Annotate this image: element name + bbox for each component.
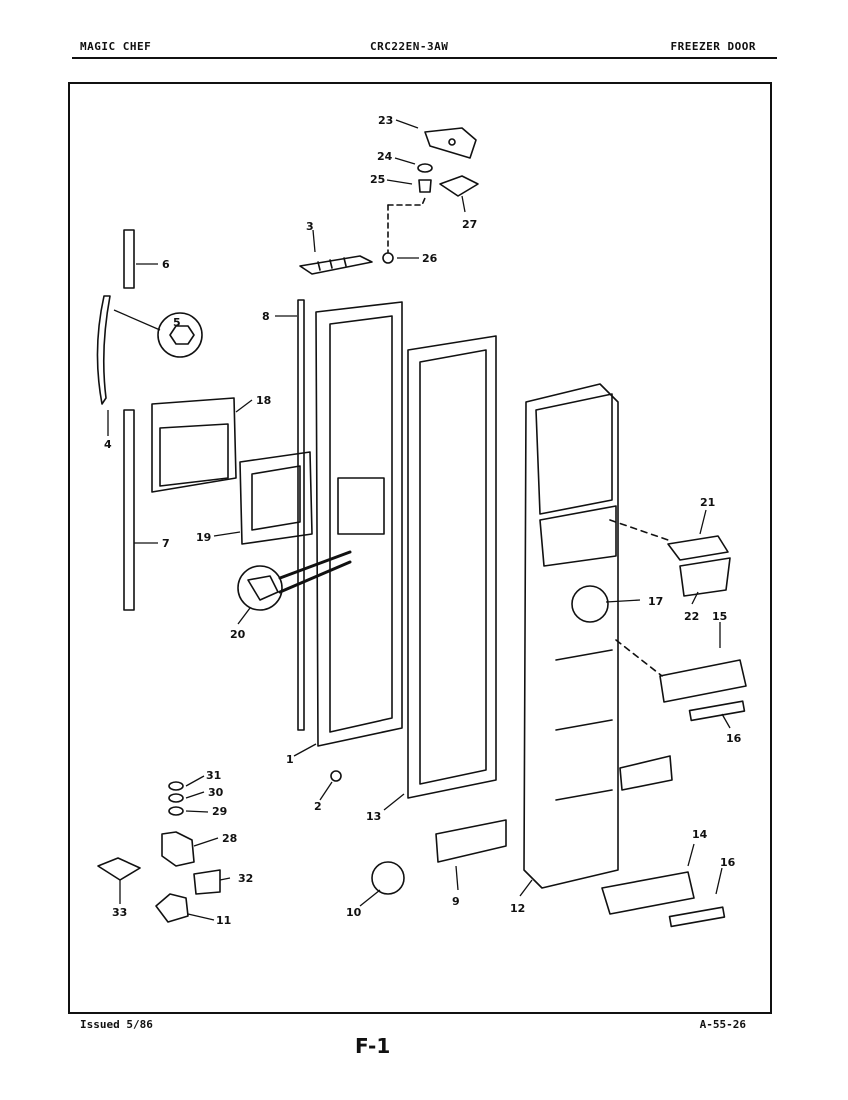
callout-24: 24	[377, 150, 393, 163]
part-10-detail-circle	[371, 861, 405, 895]
part-8-side-trim	[297, 299, 305, 731]
page-number: F-1	[355, 1034, 391, 1058]
part-13-door-gasket	[407, 335, 497, 799]
part-6-handle-trim	[123, 229, 135, 289]
callout-3: 3	[306, 220, 314, 233]
callout-27: 27	[462, 218, 477, 231]
callout-labels: 23 24 25 27 26 3 6 8 5 4 18 7 19 20 1 2 …	[104, 114, 742, 927]
part-28-hinge-bracket	[161, 831, 195, 867]
callout-32: 32	[238, 872, 253, 885]
part-12-door-liner	[523, 383, 619, 889]
part-5-detail-circle	[157, 312, 203, 358]
callout-14: 14	[692, 828, 708, 841]
callout-29: 29	[212, 805, 227, 818]
callout-19: 19	[196, 531, 211, 544]
part-3-door-stop	[299, 255, 373, 275]
part-22-bin	[679, 557, 731, 597]
callout-1: 1	[286, 753, 294, 766]
part-23-top-hinge	[424, 127, 477, 159]
callout-13: 13	[366, 810, 381, 823]
callout-2: 2	[314, 800, 322, 813]
part-33-bottom-hinge	[97, 857, 141, 881]
callout-16-lower: 16	[720, 856, 736, 869]
callout-33: 33	[112, 906, 127, 919]
callout-21: 21	[700, 496, 715, 509]
header-rule	[72, 57, 777, 59]
part-25-hinge-pin	[418, 179, 432, 193]
callout-10: 10	[346, 906, 362, 919]
callout-11: 11	[216, 914, 231, 927]
part-14-door-shelf	[601, 871, 695, 915]
callout-28: 28	[222, 832, 237, 845]
part-1-door-panel	[315, 301, 403, 747]
document-code: A-55-26	[699, 1018, 746, 1031]
header-model-number: CRC22EN-3AW	[370, 40, 449, 53]
callout-9: 9	[452, 895, 460, 908]
callout-8: 8	[262, 310, 270, 323]
part-26-bushing	[382, 252, 394, 264]
callout-26: 26	[422, 252, 438, 265]
part-16-shelf-trim-lower	[668, 906, 726, 928]
header-brand: MAGIC CHEF	[80, 40, 152, 53]
callout-31: 31	[206, 769, 221, 782]
callout-23: 23	[378, 114, 393, 127]
callout-16-upper: 16	[726, 732, 742, 745]
callout-20: 20	[230, 628, 246, 641]
part-19-frame	[239, 451, 313, 545]
part-27-hinge-plate	[439, 175, 479, 197]
part-11-hinge-cam	[155, 893, 189, 923]
issued-date: Issued 5/86	[80, 1018, 153, 1031]
callout-12: 12	[510, 902, 525, 915]
part-7-handle-trim	[123, 409, 135, 611]
header-section-title: FREEZER DOOR	[670, 40, 756, 53]
part-24-washer	[417, 163, 433, 173]
callout-18: 18	[256, 394, 271, 407]
callout-5: 5	[173, 316, 181, 329]
callout-15: 15	[712, 610, 727, 623]
part-20-detail-circle	[237, 565, 283, 611]
callout-22: 22	[684, 610, 699, 623]
part-21-dispenser-cup	[667, 535, 729, 561]
callout-30: 30	[208, 786, 224, 799]
callout-7: 7	[162, 537, 170, 550]
callout-4: 4	[104, 438, 112, 451]
part-16-shelf-trim-upper	[688, 700, 746, 722]
part-15-door-shelf	[659, 659, 747, 703]
part-2-nut	[330, 770, 342, 782]
part-9-control-strip	[435, 819, 507, 863]
part-32-bracket	[193, 869, 221, 895]
callout-25: 25	[370, 173, 385, 186]
callout-6: 6	[162, 258, 170, 271]
part-18-cover	[151, 397, 237, 493]
part-4-handle	[96, 295, 111, 405]
diagram-frame	[68, 82, 772, 1014]
callout-17: 17	[648, 595, 663, 608]
